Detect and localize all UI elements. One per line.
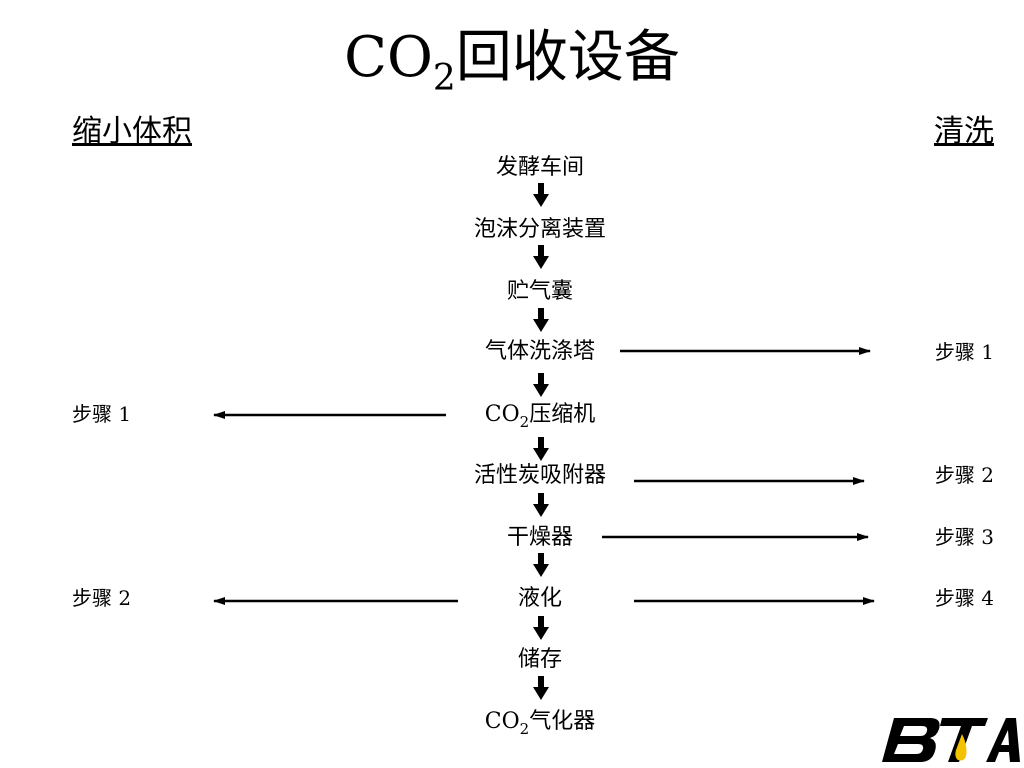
right-step-2: 步骤 2 <box>934 463 994 487</box>
flow-node-carbon-adsorber: 活性炭吸附器 <box>473 463 606 488</box>
flow-node-foam-separator: 泡沫分离装置 <box>473 217 606 242</box>
left-step-2: 步骤 2 <box>72 586 132 610</box>
yellow-drop-icon <box>955 734 967 761</box>
down-arrow-3 <box>533 308 549 332</box>
flow-node-liquefaction: 液化 <box>517 586 562 611</box>
down-arrow-6 <box>533 493 549 517</box>
flow-node-co2-vaporizer: CO2气化器 <box>484 709 596 738</box>
right-step-4: 步骤 4 <box>934 586 994 610</box>
flow-node-storage: 储存 <box>517 647 562 672</box>
heading-cleaning: 清洗 <box>934 114 994 149</box>
down-arrow-4 <box>533 373 549 397</box>
left-step-1: 步骤 1 <box>72 402 132 426</box>
flow-node-gas-holder: 贮气囊 <box>506 279 573 304</box>
title-text: CO <box>344 25 433 90</box>
flow-node-gas-scrubber: 气体洗涤塔 <box>484 339 595 364</box>
flow-node-co2-compressor: CO2压缩机 <box>484 402 596 431</box>
down-arrow-2 <box>533 245 549 269</box>
page-title: CO2回收设备 <box>0 22 1024 101</box>
down-arrow-8 <box>533 616 549 640</box>
bta-logo-icon <box>882 718 1020 762</box>
heading-reduce-volume: 缩小体积 <box>72 114 192 149</box>
right-step-1: 步骤 1 <box>934 340 994 364</box>
down-arrow-9 <box>533 676 549 700</box>
right-step-3: 步骤 3 <box>934 525 994 549</box>
down-arrow-5 <box>533 437 549 461</box>
title-suffix: 回收设备 <box>455 25 680 90</box>
title-subscript: 2 <box>432 58 456 99</box>
down-arrow-7 <box>533 553 549 577</box>
flow-node-dryer: 干燥器 <box>506 525 573 550</box>
down-arrow-1 <box>533 183 549 207</box>
flow-node-fermentation: 发酵车间 <box>495 155 584 180</box>
